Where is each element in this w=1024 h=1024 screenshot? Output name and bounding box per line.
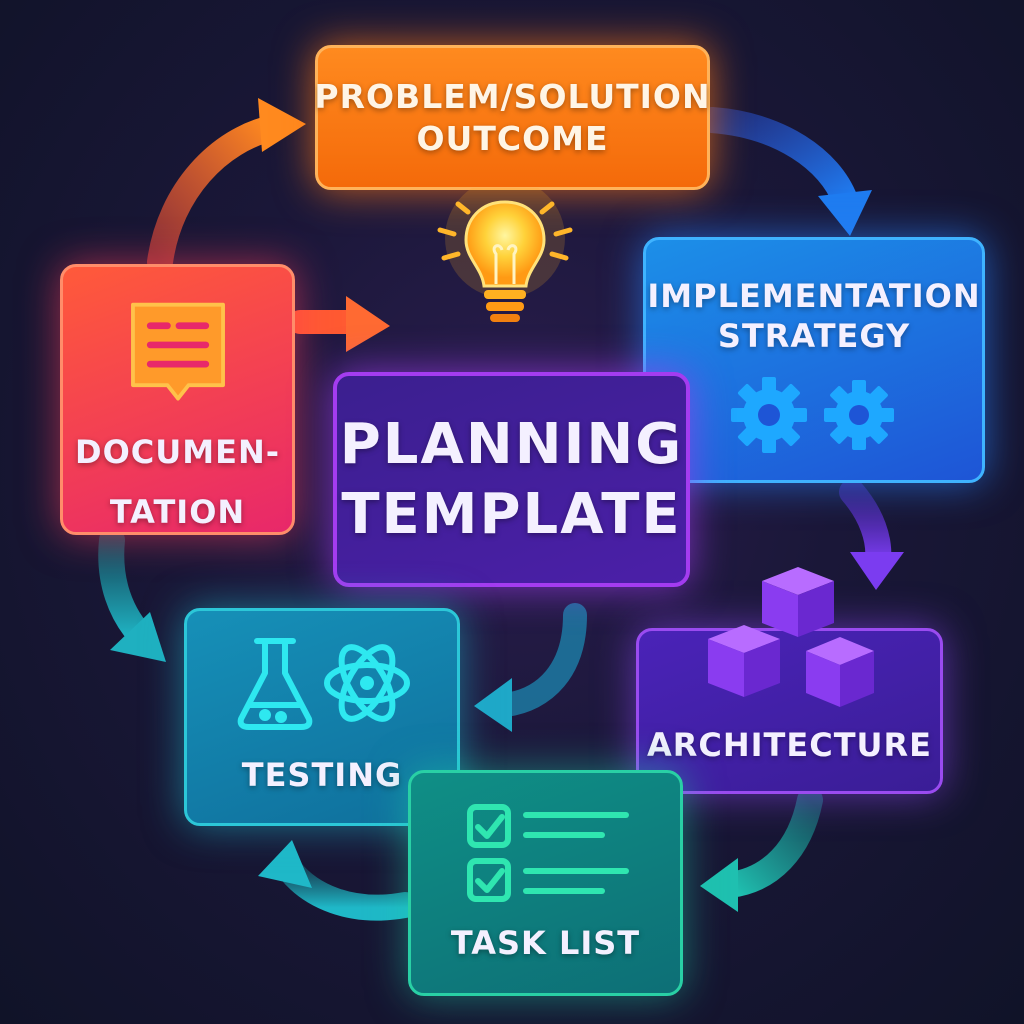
implementation-label-line2: STRATEGY (717, 317, 911, 355)
planning-template-title-line1: PLANNING (339, 411, 684, 477)
problem-solution-label-line1: PROBLEM/SOLUTION (314, 77, 711, 117)
arrow-documentation-to-testing (98, 527, 166, 662)
gears-icon (731, 377, 894, 453)
architecture-label: ARCHITECTURE (646, 726, 933, 764)
cubes-icon (708, 567, 874, 707)
lightbulb-icon (437, 188, 573, 322)
implementation-label-line1: IMPLEMENTATION (647, 277, 981, 315)
card-implementation-strategy: IMPLEMENTATION STRATEGY (643, 237, 985, 483)
documentation-label-line1: DOCUMEN- (75, 433, 280, 471)
arrow-tasklist-to-testing (258, 840, 418, 921)
card-task-list: TASK LIST (408, 770, 683, 996)
arrow-documentation-to-center (288, 296, 390, 352)
problem-solution-label-line2: OUTCOME (416, 118, 609, 158)
card-planning-template: PLANNING TEMPLATE (333, 372, 690, 587)
arrow-architecture-to-tasklist (700, 787, 823, 912)
planning-template-title-line2: TEMPLATE (341, 481, 682, 547)
checklist-icon (466, 804, 629, 902)
document-icon (130, 302, 225, 401)
task-list-label: TASK LIST (450, 924, 641, 962)
card-problem-solution: PROBLEM/SOLUTION OUTCOME (314, 45, 711, 190)
arrow-problem-to-implementation (699, 107, 872, 236)
testing-label: TESTING (241, 756, 403, 794)
documentation-label-line2: TATION (109, 493, 246, 531)
arrow-implementation-to-architecture (839, 479, 904, 590)
card-architecture: ARCHITECTURE (636, 628, 943, 794)
arrow-documentation-to-problem (147, 98, 306, 275)
flask-atom-icon (237, 638, 410, 730)
card-documentation: DOCUMEN- TATION (60, 264, 295, 535)
arrow-center-to-testing (474, 603, 587, 732)
